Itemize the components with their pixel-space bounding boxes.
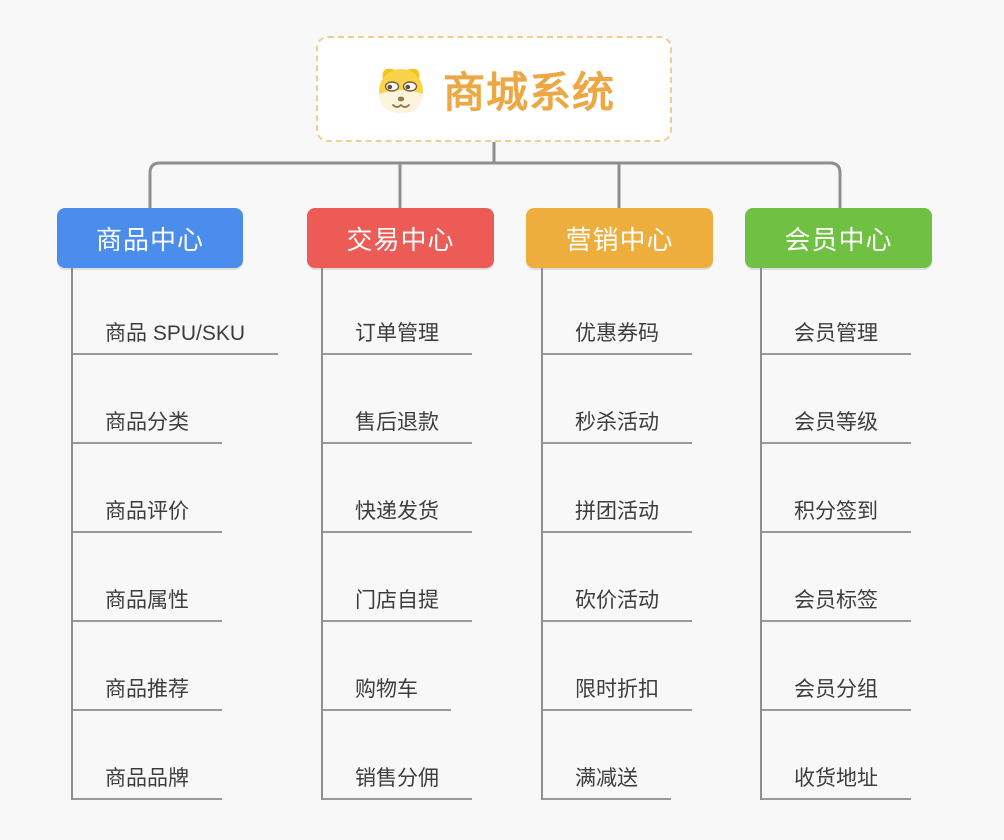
child-item[interactable]: 满减送 [543,711,671,800]
child-item[interactable]: 会员等级 [762,355,911,444]
child-item[interactable]: 限时折扣 [543,622,692,711]
branch-children-product-center: 商品 SPU/SKU 商品分类 商品评价 商品属性 商品推荐 商品品牌 [71,268,279,800]
child-item[interactable]: 门店自提 [323,533,472,622]
child-item[interactable]: 快递发货 [323,444,472,533]
child-item[interactable]: 会员分组 [762,622,911,711]
root-title: 商城系统 [442,68,615,116]
child-item[interactable]: 会员管理 [762,268,911,355]
root-node[interactable]: 商城系统 [316,36,672,142]
child-item[interactable]: 售后退款 [323,355,472,444]
branch-header-product-center[interactable]: 商品中心 [57,208,243,268]
child-item[interactable]: 商品分类 [73,355,222,444]
child-item[interactable]: 优惠券码 [543,268,692,355]
branch-header-marketing-center[interactable]: 营销中心 [526,208,713,268]
branch-header-member-center[interactable]: 会员中心 [745,208,932,268]
child-item[interactable]: 商品品牌 [73,711,222,800]
branch-children-trade-center: 订单管理 售后退款 快递发货 门店自提 购物车 销售分佣 [321,268,472,800]
child-item[interactable]: 积分签到 [762,444,911,533]
child-item[interactable]: 购物车 [323,622,451,711]
child-item[interactable]: 销售分佣 [323,711,472,800]
dog-face-icon [378,68,423,113]
child-item[interactable]: 订单管理 [323,268,472,355]
child-item[interactable]: 商品评价 [73,444,222,533]
child-item[interactable]: 会员标签 [762,533,911,622]
child-item[interactable]: 商品 SPU/SKU [73,268,279,355]
branch-children-marketing-center: 优惠券码 秒杀活动 拼团活动 砍价活动 限时折扣 满减送 [541,268,692,800]
branch-children-member-center: 会员管理 会员等级 积分签到 会员标签 会员分组 收货地址 [760,268,911,800]
branch-header-trade-center[interactable]: 交易中心 [307,208,494,268]
child-item[interactable]: 拼团活动 [543,444,692,533]
child-item[interactable]: 砍价活动 [543,533,692,622]
child-item[interactable]: 商品属性 [73,533,222,622]
child-item[interactable]: 秒杀活动 [543,355,692,444]
child-item[interactable]: 商品推荐 [73,622,222,711]
child-item[interactable]: 收货地址 [762,711,911,800]
